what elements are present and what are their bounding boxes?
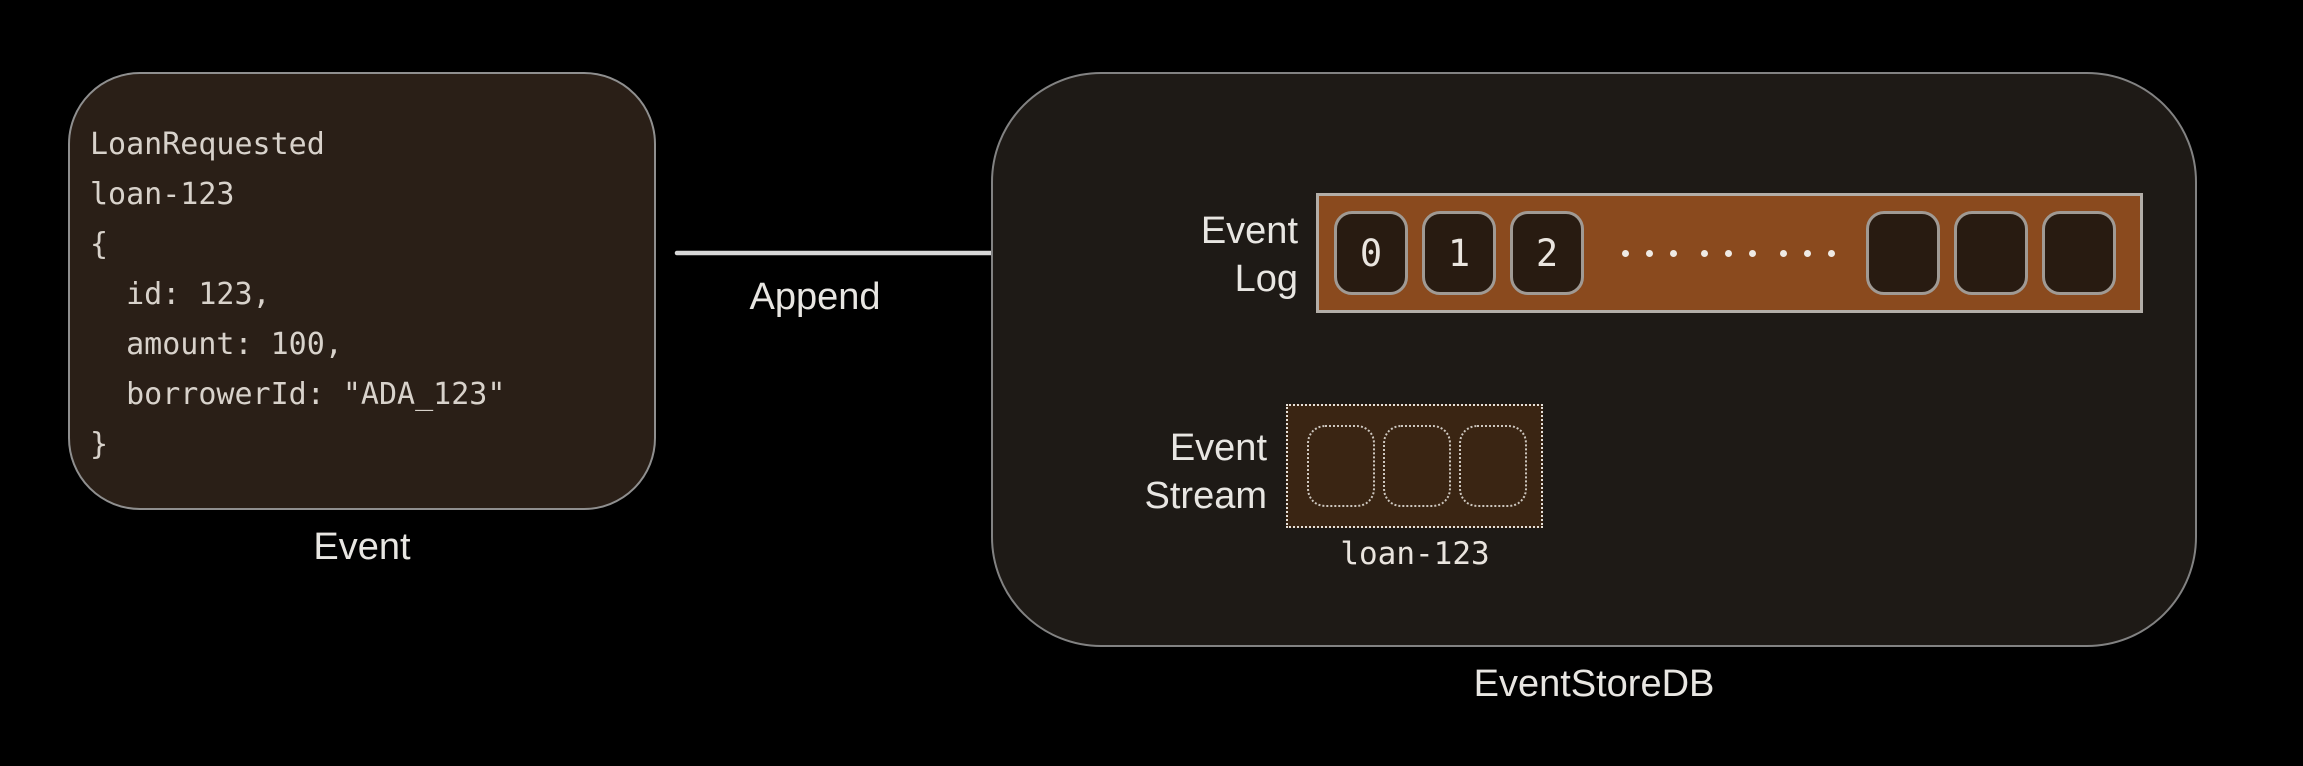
event-stream-placeholder-cell <box>1383 425 1451 507</box>
ellipsis-dot-icon <box>1622 249 1629 257</box>
event-log-label-line2: Log <box>1234 258 1298 300</box>
append-label: Append <box>749 276 881 318</box>
event-stream-label-line1: Event <box>1169 427 1267 469</box>
ellipsis-group <box>1622 249 1677 257</box>
event-log-empty-cell <box>1866 211 1940 295</box>
code-line: amount: 100, <box>90 327 343 362</box>
event-log-empty-cell <box>1954 211 2028 295</box>
code-line: } <box>90 427 109 462</box>
event-stream-placeholder-cell <box>1459 425 1527 507</box>
event-log-cell: 1 <box>1422 211 1496 295</box>
code-line: borrowerId: "ADA_123" <box>90 377 506 412</box>
event-log-empty-cell <box>2042 211 2116 295</box>
event-log-label-line1: Event <box>1200 210 1298 252</box>
ellipsis-dot-icon <box>1804 249 1811 257</box>
ellipsis-group <box>1701 249 1756 257</box>
code-line: LoanRequested <box>90 127 325 162</box>
ellipsis-dot-icon <box>1780 249 1787 257</box>
code-line: loan-123 <box>90 177 235 212</box>
ellipsis-dot-icon <box>1828 249 1835 257</box>
ellipsis-dots <box>1622 249 1835 257</box>
event-card <box>68 72 656 510</box>
event-caption: Event <box>313 526 411 568</box>
ellipsis-dot-icon <box>1749 249 1756 257</box>
code-line: id: 123, <box>90 277 271 312</box>
event-log-cell: 2 <box>1510 211 1584 295</box>
event-stream-box <box>1286 404 1543 528</box>
ellipsis-dot-icon <box>1646 249 1653 257</box>
eventstoredb-caption: EventStoreDB <box>1473 663 1715 705</box>
eventstoredb-container <box>991 72 2197 647</box>
code-line: { <box>90 227 109 262</box>
ellipsis-dot-icon <box>1670 249 1677 257</box>
stream-name-label: loan-123 <box>1340 536 1490 572</box>
ellipsis-dot-icon <box>1725 249 1732 257</box>
event-stream-label-line2: Stream <box>1144 475 1267 517</box>
event-stream-placeholder-cell <box>1307 425 1375 507</box>
ellipsis-group <box>1780 249 1835 257</box>
ellipsis-dot-icon <box>1701 249 1708 257</box>
code-block: LoanRequested loan-123 { id: 123, amount: … <box>90 120 505 470</box>
event-log-cell: 0 <box>1334 211 1408 295</box>
